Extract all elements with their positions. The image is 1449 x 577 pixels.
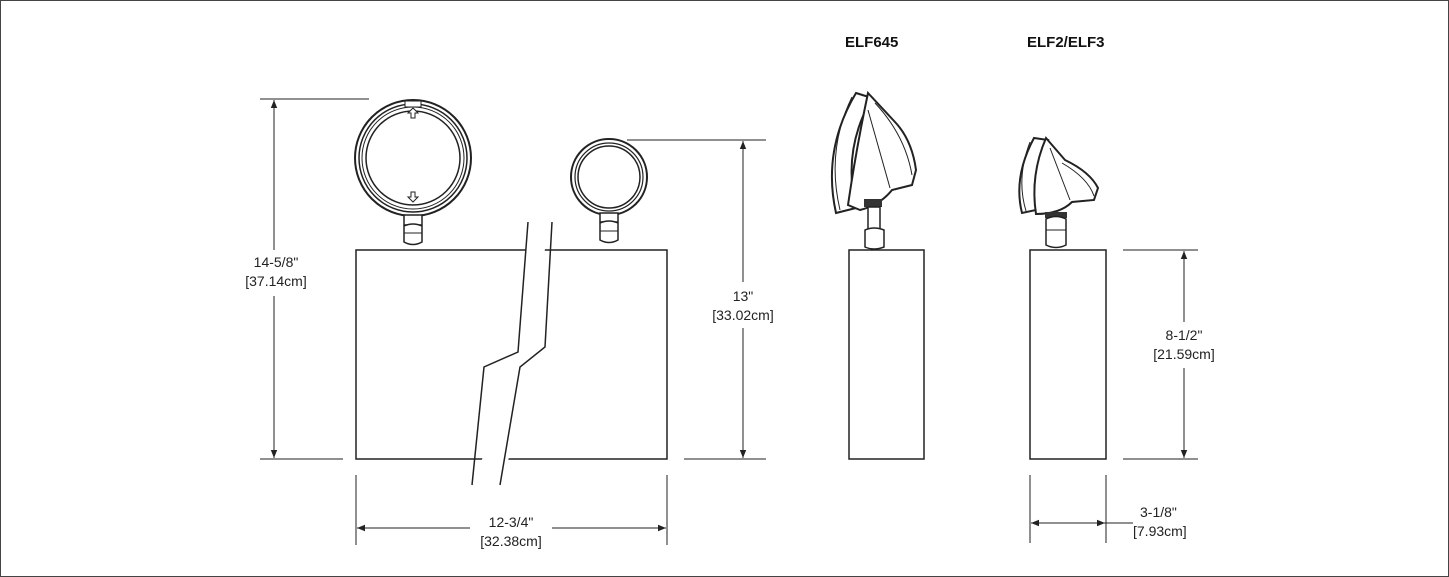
elf645-side-view <box>831 90 925 460</box>
front-housing <box>355 221 668 486</box>
depth-imperial: 3-1/8" <box>1140 504 1177 520</box>
depth-metric: [7.93cm] <box>1133 523 1187 539</box>
overall-height-metric: [37.14cm] <box>245 273 306 289</box>
model-label-elf2-elf3: ELF2/ELF3 <box>1027 34 1105 51</box>
width-metric: [32.38cm] <box>480 533 541 549</box>
head-height-metric: [33.02cm] <box>712 307 773 323</box>
front-large-lamp-head <box>354 99 472 246</box>
housing-height-metric: [21.59cm] <box>1153 346 1214 362</box>
dimension-width: 12-3/4" [32.38cm] <box>355 475 668 554</box>
width-imperial: 12-3/4" <box>489 514 534 530</box>
housing-height-imperial: 8-1/2" <box>1166 327 1203 343</box>
elf2-elf3-side-view <box>1018 136 1107 460</box>
dimension-depth: 3-1/8" [7.93cm] <box>1029 475 1187 543</box>
overall-height-imperial: 14-5/8" <box>254 254 299 270</box>
head-height-imperial: 13" <box>733 288 754 304</box>
dimension-housing-height: 8-1/2" [21.59cm] <box>1123 249 1222 460</box>
front-small-lamp-head <box>570 138 648 244</box>
model-label-elf645: ELF645 <box>845 34 898 51</box>
dimension-overall-height: 14-5/8" [37.14cm] <box>240 98 369 460</box>
dimension-head-height: 13" [33.02cm] <box>627 139 782 460</box>
